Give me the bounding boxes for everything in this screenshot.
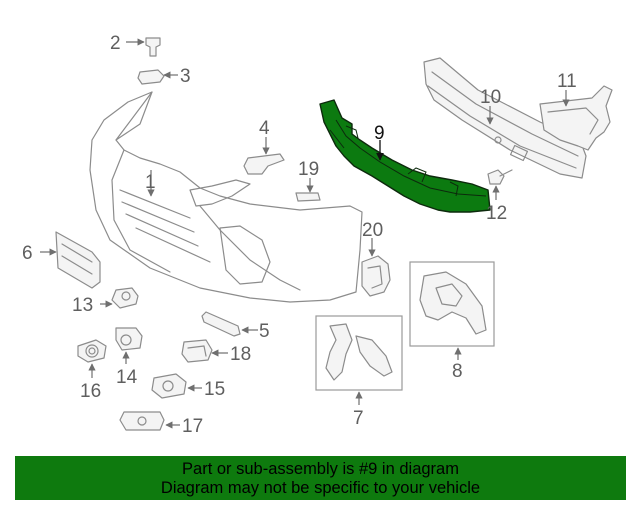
part-5-molding[interactable]: 5 xyxy=(201,311,270,342)
part-4-bracket[interactable]: 4 xyxy=(243,118,285,175)
callout-19: 19 xyxy=(298,159,319,180)
part-6-license-bracket[interactable]: 6 xyxy=(22,231,101,289)
callout-9: 9 xyxy=(374,123,385,144)
callout-17: 17 xyxy=(182,416,203,437)
part-12-bolt[interactable]: 12 xyxy=(486,169,513,224)
part-14-sensor-retainer[interactable]: 14 xyxy=(115,327,143,388)
part-18-clip[interactable]: 18 xyxy=(181,339,251,365)
part-9-energy-absorber[interactable]: 9 xyxy=(319,99,491,213)
part-8-inset[interactable]: 8 xyxy=(409,261,495,382)
part-1-bumper-cover[interactable]: 1 xyxy=(89,91,363,303)
callout-16: 16 xyxy=(80,381,101,402)
callout-12: 12 xyxy=(486,203,507,224)
callout-20: 20 xyxy=(362,220,383,241)
parts-diagram: 2 3 1 4 xyxy=(22,33,613,437)
callout-8: 8 xyxy=(452,361,463,382)
part-19-cap[interactable]: 19 xyxy=(295,159,321,202)
part-3-retainer[interactable]: 3 xyxy=(137,66,191,87)
part-10-reinforcement[interactable]: 10 xyxy=(423,57,587,179)
part-15-sensor-bracket[interactable]: 15 xyxy=(151,373,225,400)
part-2-clip[interactable]: 2 xyxy=(110,33,161,57)
part-11-bracket[interactable]: 11 xyxy=(539,71,613,151)
callout-13: 13 xyxy=(72,295,93,316)
callout-15: 15 xyxy=(204,379,225,400)
callout-4: 4 xyxy=(259,118,270,139)
callout-10: 10 xyxy=(480,87,501,108)
part-17-holder[interactable]: 17 xyxy=(119,411,203,437)
callout-2: 2 xyxy=(110,33,121,54)
part-7-inset[interactable]: 7 xyxy=(315,315,403,429)
callout-11: 11 xyxy=(557,71,577,92)
callout-6: 6 xyxy=(22,243,33,264)
banner-line-1: Part or sub-assembly is #9 in diagram xyxy=(182,460,459,478)
callout-1: 1 xyxy=(145,172,156,193)
info-banner: Part or sub-assembly is #9 in diagram Di… xyxy=(15,456,626,500)
part-13-sensor[interactable]: 13 xyxy=(72,287,139,316)
callout-14: 14 xyxy=(116,367,138,388)
callout-5: 5 xyxy=(259,321,270,342)
callout-3: 3 xyxy=(180,66,191,87)
callout-18: 18 xyxy=(230,344,251,365)
part-16-parking-sensor[interactable]: 16 xyxy=(77,339,107,402)
banner-line-2: Diagram may not be specific to your vehi… xyxy=(160,479,481,497)
part-20-sensor-housing[interactable]: 20 xyxy=(361,220,391,297)
callout-7: 7 xyxy=(353,408,364,429)
